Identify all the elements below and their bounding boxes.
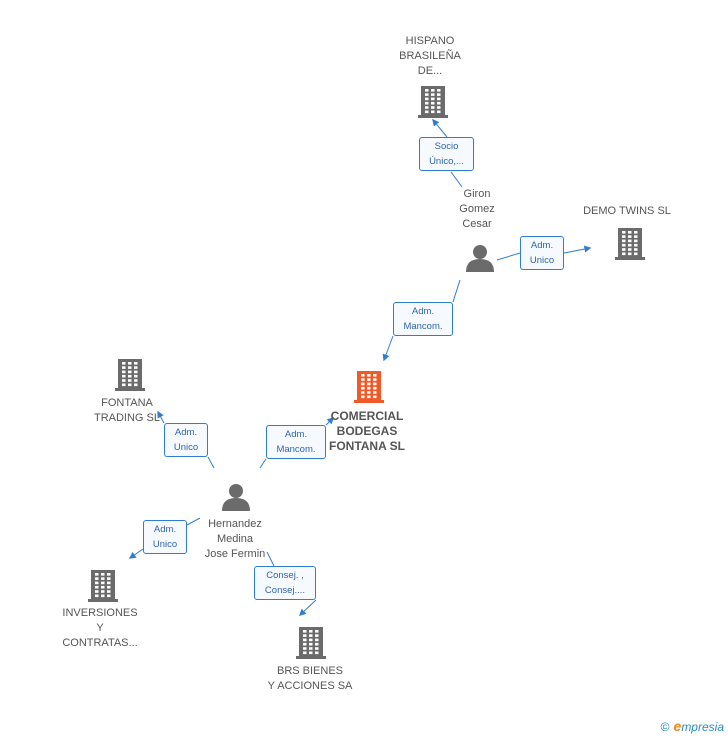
relation-hernandez-brs[interactable]: Consej. , Consej.... bbox=[254, 566, 316, 600]
relation-hernandez-inversiones[interactable]: Adm. Unico bbox=[143, 520, 187, 554]
relation-hernandez-fontana[interactable]: Adm. Unico bbox=[164, 423, 208, 457]
edge-hernandez-inversiones-end bbox=[128, 548, 144, 559]
building-icon bbox=[354, 371, 384, 403]
company-label: HISPANO BRASILEÑA DE... bbox=[399, 35, 461, 77]
edge-giron-hispano-end bbox=[432, 118, 448, 138]
brand-rest: mpresia bbox=[681, 720, 724, 734]
edge-hernandez-brs-end bbox=[298, 599, 317, 616]
company-label: BRS BIENES Y ACCIONES SA bbox=[267, 665, 353, 692]
edge-hernandez-comercial-start bbox=[259, 458, 267, 469]
company-label: INVERSIONES Y CONTRATAS... bbox=[62, 607, 138, 649]
company-label: DEMO TWINS SL bbox=[583, 205, 671, 217]
person-label: Giron Gomez Cesar bbox=[459, 188, 495, 230]
company-label: FONTANA TRADING SL bbox=[93, 397, 160, 424]
building-icon bbox=[88, 570, 118, 602]
edge-hernandez-comercial-end bbox=[325, 417, 334, 426]
empresia-brand: ©empresia bbox=[661, 718, 724, 734]
edge-giron-demo-end bbox=[563, 245, 592, 254]
person-icon bbox=[466, 245, 494, 272]
person-icon bbox=[222, 484, 250, 511]
relation-hernandez-comercial[interactable]: Adm. Mancom. bbox=[266, 425, 326, 459]
edge-hernandez-fontana-start bbox=[207, 456, 215, 469]
edge-hernandez-brs-start bbox=[266, 551, 275, 567]
building-icon bbox=[418, 86, 448, 118]
building-icon bbox=[296, 627, 326, 659]
relation-giron-comercial[interactable]: Adm. Mancom. bbox=[393, 302, 453, 336]
person-label: Hernandez Medina Jose Fermin bbox=[204, 518, 266, 560]
edge-giron-hispano-start bbox=[450, 171, 463, 188]
building-icon bbox=[115, 359, 145, 391]
company-label: COMERCIAL BODEGAS FONTANA SL bbox=[329, 409, 405, 453]
edge-hernandez-inversiones-start bbox=[186, 517, 201, 526]
relation-giron-demo[interactable]: Adm. Unico bbox=[520, 236, 564, 270]
building-icon bbox=[615, 228, 645, 260]
relation-giron-hispano[interactable]: Socio Único,... bbox=[419, 137, 474, 171]
edge-giron-demo-start bbox=[496, 252, 521, 261]
edge-hernandez-fontana-end bbox=[157, 410, 165, 424]
edge-giron-comercial-end bbox=[382, 335, 394, 362]
brand-e: e bbox=[673, 718, 682, 734]
edge-giron-comercial-start bbox=[452, 279, 461, 303]
copyright-symbol: © bbox=[660, 720, 670, 734]
